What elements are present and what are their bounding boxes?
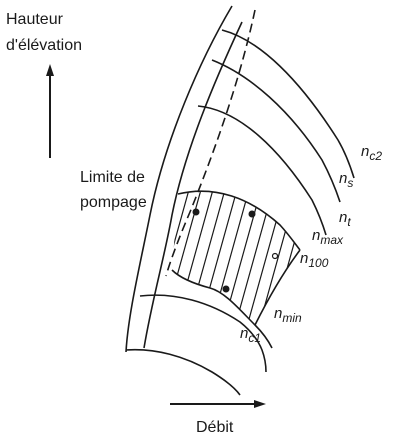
- surge-limit-label-line1: Limite de: [80, 169, 145, 186]
- label-nmin: nmin: [274, 305, 302, 325]
- y-axis-label-line2: d'élévation: [6, 37, 82, 54]
- label-nc2: nc2: [361, 143, 382, 163]
- speed-curve-nc1: [125, 348, 241, 396]
- x-axis-arrow: [170, 400, 266, 408]
- operating-point-3: [222, 285, 230, 293]
- dashed-line: [165, 9, 256, 277]
- label-n100: n100: [300, 250, 329, 270]
- label-ns: ns: [339, 170, 353, 190]
- y-axis-label-line1: Hauteur: [6, 11, 64, 28]
- inner-limit-curve: [143, 21, 243, 349]
- surge-limit-curve: [125, 5, 233, 353]
- speed-curve-ns: [211, 59, 341, 203]
- speed-curve-nmin: [139, 294, 267, 373]
- operating-point-1: [192, 208, 200, 216]
- surge-limit-label-line2: pompage: [80, 194, 147, 211]
- operating-point-4: [271, 252, 279, 260]
- speed-curve-n100: [171, 269, 273, 349]
- region-right-edge: [254, 249, 301, 326]
- operating-point-2: [248, 210, 256, 218]
- label-nmax: nmax: [312, 227, 344, 247]
- label-nc1: nc1: [240, 325, 261, 345]
- speed-curve-nt: [197, 105, 327, 236]
- speed-curve-nc2: [221, 29, 355, 179]
- y-axis-arrow: [46, 64, 54, 158]
- label-nt: nt: [339, 209, 351, 229]
- x-axis-label: Débit: [196, 419, 234, 436]
- speed-curve-nmax: [177, 190, 301, 251]
